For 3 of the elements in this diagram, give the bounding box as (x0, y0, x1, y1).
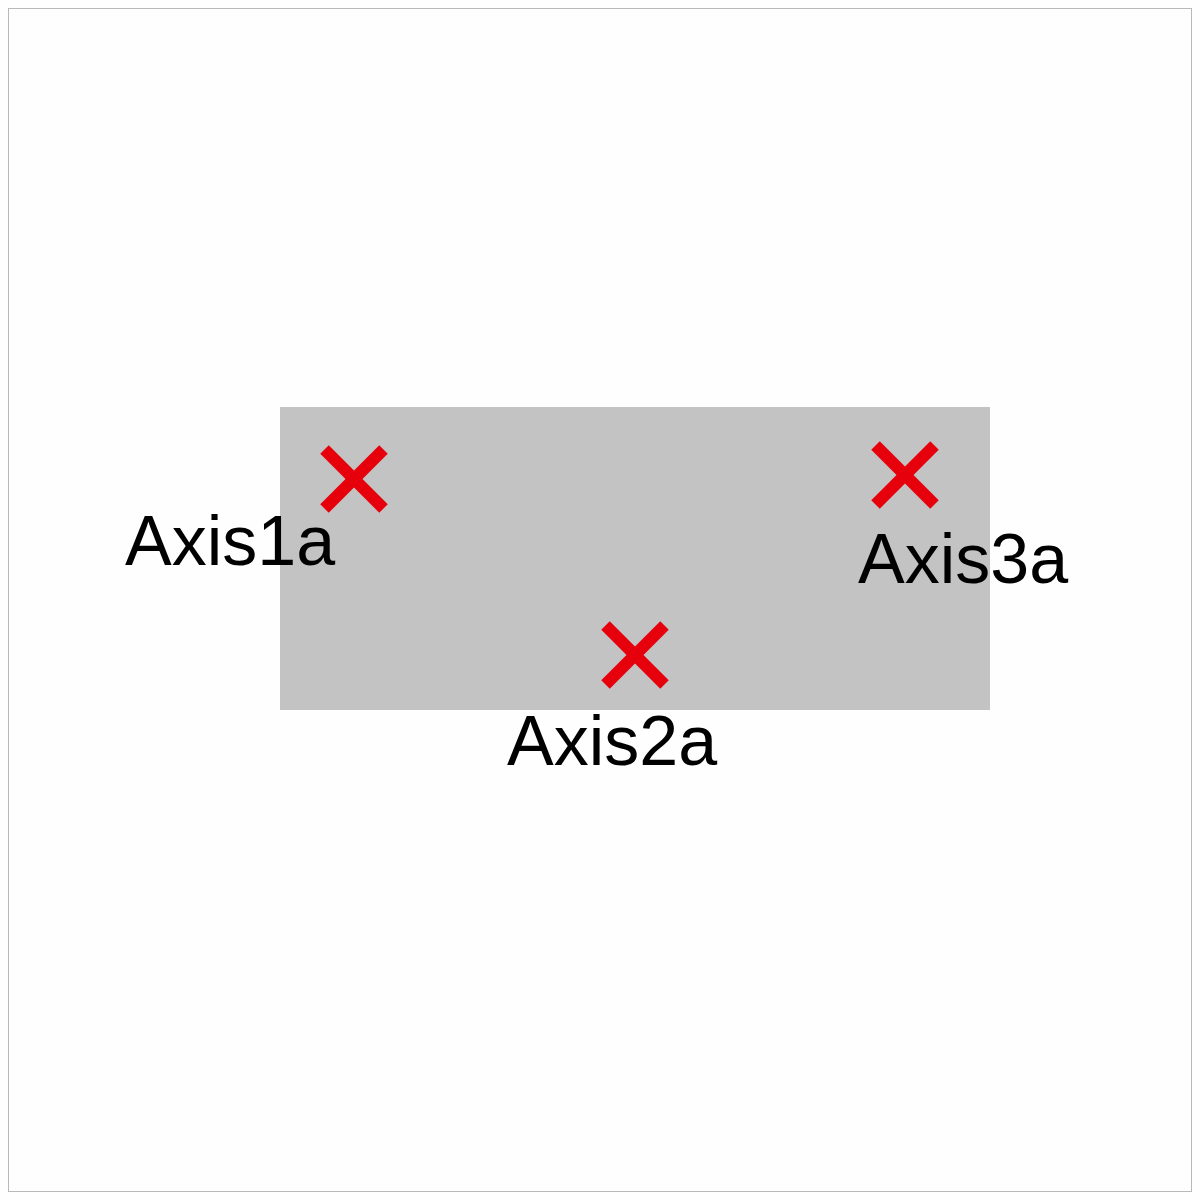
axis-label: Axis3a (858, 524, 1069, 594)
axis-label: Axis2a (507, 706, 718, 776)
axis-label: Axis1a (125, 506, 336, 576)
